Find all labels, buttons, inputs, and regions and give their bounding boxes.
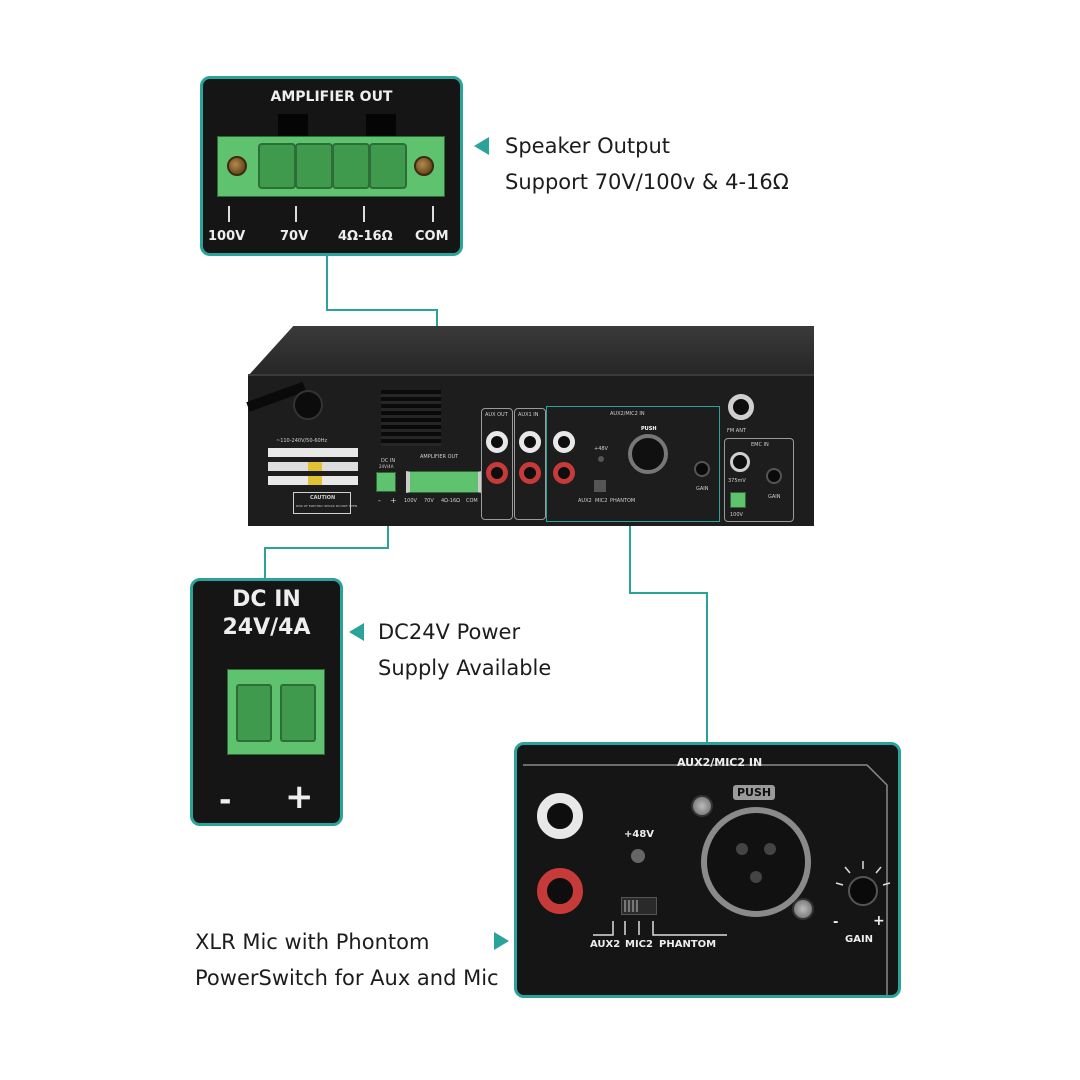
phantom-led <box>598 456 604 462</box>
gain-label: GAIN <box>845 934 874 945</box>
aux2-mic2-panel: AUX2/MIC2 IN +48V PUSH AUX2 MIC2 PHANTOM… <box>514 742 901 998</box>
dc-plus-label: + <box>285 777 314 817</box>
switch-label-aux2: AUX2 <box>590 939 621 950</box>
mode-switch[interactable] <box>621 897 657 915</box>
gain-knob-small[interactable] <box>694 461 710 477</box>
aux2-rca-white[interactable] <box>553 431 575 453</box>
device-top-face <box>248 326 814 376</box>
terminal-tick <box>228 206 230 222</box>
aux-out-rca-red[interactable] <box>486 462 508 484</box>
gain-minus-label: - <box>833 915 839 930</box>
mic-callout: XLR Mic with Phontom PowerSwitch for Aux… <box>195 924 499 996</box>
speaker-callout-line2: Support 70V/100v & 4-16Ω <box>505 170 789 194</box>
dc-callout-line2: Supply Available <box>378 656 552 680</box>
dc-callout-line1: DC24V Power <box>378 620 521 644</box>
terminal-screw-left <box>227 156 247 176</box>
xlr-input[interactable] <box>701 807 811 917</box>
switch-label-mic2: MIC2 <box>625 939 653 950</box>
terminal-block-tabs <box>278 114 308 136</box>
amp-out-small-label: AMPLIFIER OUT <box>420 454 459 460</box>
xlr-screw-bottom <box>792 898 814 920</box>
aux-out-rca-white[interactable] <box>486 431 508 453</box>
dc-in-small-terminal <box>376 472 396 492</box>
fm-ant-connector[interactable] <box>728 394 754 420</box>
aux1-in-rca-white[interactable] <box>519 431 541 453</box>
mic-panel-rca-red[interactable] <box>537 868 583 914</box>
mic-callout-line1: XLR Mic with Phontom <box>195 930 430 954</box>
dc-terminal-block <box>227 669 325 755</box>
phantom-label: +48V <box>624 829 655 840</box>
emc-in-jack[interactable] <box>730 452 750 472</box>
terminal-label-70v: 70V <box>280 229 309 244</box>
gain-knob[interactable] <box>833 859 893 919</box>
aux1-in-frame <box>514 408 546 520</box>
dc-in-title-line2: 24V/4A <box>222 615 311 640</box>
mic-panel-corner-trim <box>523 764 888 995</box>
dc-callout: DC24V Power Supply Available <box>378 614 551 686</box>
terminal-block <box>217 136 445 197</box>
aux2-rca-red[interactable] <box>553 462 575 484</box>
terminal-socket <box>258 143 296 189</box>
amplifier-out-panel: AMPLIFIER OUT 100V 70V 4Ω-16Ω COM <box>200 76 463 256</box>
dc-callout-arrow-icon <box>349 623 364 641</box>
dc-minus-label: - <box>219 783 232 818</box>
dc-in-panel: DC IN 24V/4A - + <box>190 578 343 826</box>
speaker-callout: Speaker Output Support 70V/100v & 4-16Ω <box>505 128 789 200</box>
xlr-input-small[interactable] <box>628 434 668 474</box>
terminal-screw-right <box>414 156 434 176</box>
voltage-label: ~110-240V/50-60Hz <box>276 438 328 444</box>
emc-gain-knob[interactable] <box>766 468 782 484</box>
amplifier-out-title: AMPLIFIER OUT <box>270 89 393 105</box>
caution-label: CAUTION RISK OF ELECTRIC SHOCK DO NOT OP… <box>293 492 357 514</box>
terminal-label-100v: 100V <box>208 229 246 244</box>
switch-bracket-lines <box>593 921 727 936</box>
mic-callout-arrow-icon <box>494 932 509 950</box>
mic-panel-title: AUX2/MIC2 IN <box>677 756 763 769</box>
power-cord-gland <box>293 390 323 420</box>
mode-switch-small[interactable] <box>594 480 606 492</box>
xlr-screw-top <box>691 795 713 817</box>
xlr-pin <box>736 843 748 855</box>
speaker-callout-arrow-icon <box>474 137 489 155</box>
mic-callout-line2: PowerSwitch for Aux and Mic <box>195 966 499 990</box>
mic-panel-rca-white[interactable] <box>537 793 583 839</box>
push-label: PUSH <box>733 785 776 800</box>
terminal-label-com: COM <box>415 229 449 244</box>
device-back-panel: ~110-240V/50-60Hz CAUTION RISK OF ELECTR… <box>246 374 814 526</box>
compliance-sticker <box>268 448 358 457</box>
vent-grille <box>381 390 441 446</box>
amplifier-device: ~110-240V/50-60Hz CAUTION RISK OF ELECTR… <box>246 326 814 526</box>
connector-mic-line <box>629 522 708 744</box>
dc-terminal-socket <box>236 684 272 742</box>
aux1-in-rca-red[interactable] <box>519 462 541 484</box>
emc-in-frame <box>724 438 794 522</box>
amp-out-small-terminal <box>406 471 482 493</box>
speaker-callout-line1: Speaker Output <box>505 134 671 158</box>
switch-label-phantom: PHANTOM <box>659 939 717 950</box>
aux-out-frame <box>481 408 513 520</box>
dc-in-small-label: DC IN <box>381 458 396 464</box>
gain-plus-label: + <box>873 913 885 929</box>
terminal-label-4-16ohm: 4Ω-16Ω <box>338 229 393 244</box>
emc-terminal <box>730 492 746 508</box>
dc-in-title-line1: DC IN <box>232 587 301 612</box>
aux2-mic2-frame <box>546 406 720 522</box>
phantom-led-large <box>631 849 645 863</box>
